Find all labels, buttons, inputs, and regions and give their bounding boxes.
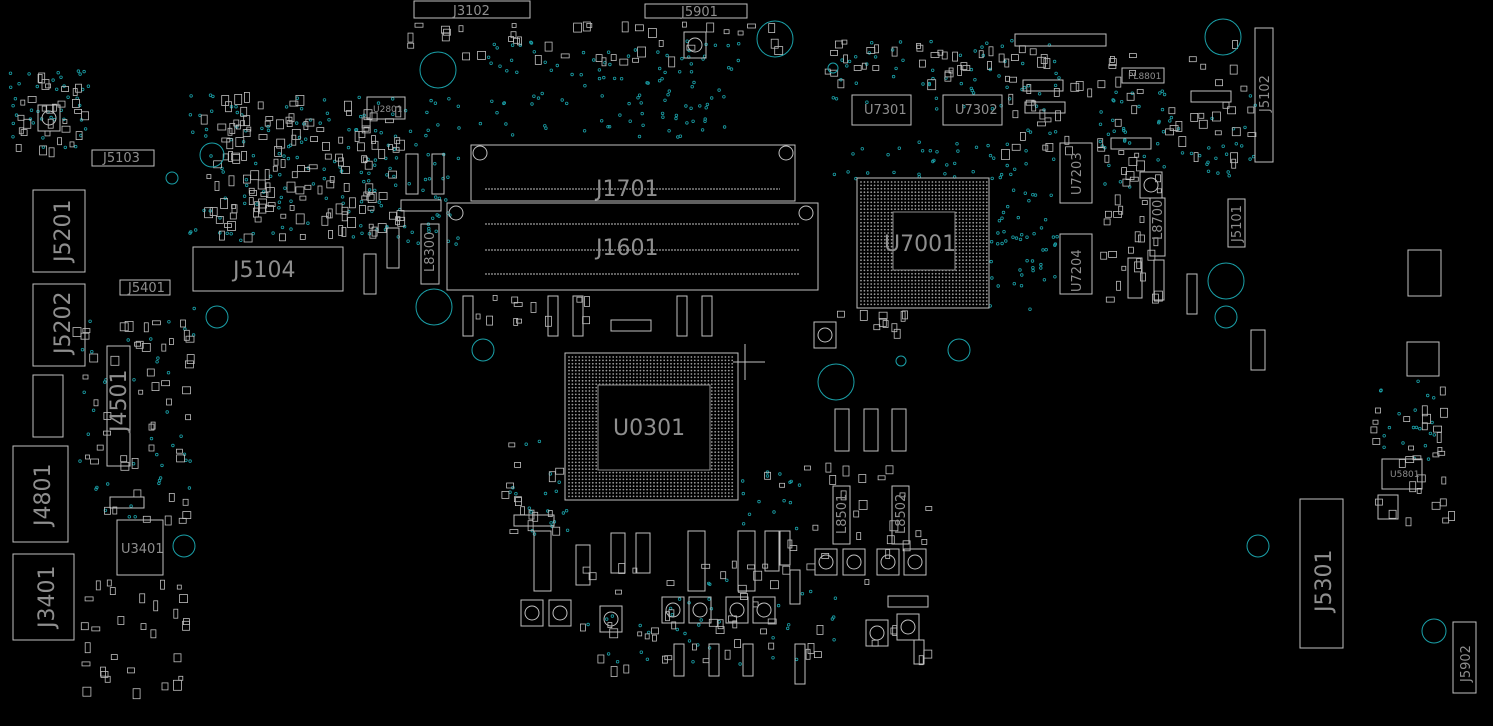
connector-j5902 [1452, 621, 1477, 694]
mounting-hole [415, 288, 453, 326]
label-l8502: L8502 [894, 494, 909, 534]
label-j1701: J1701 [594, 177, 658, 202]
label-l8300: L8300 [423, 232, 438, 272]
label-j4801: J4801 [31, 464, 56, 528]
chip-u0301 [564, 352, 739, 501]
label-j5103: J5103 [102, 151, 140, 166]
chip-u3401 [116, 519, 164, 576]
mounting-hole [471, 338, 495, 362]
label-u5801: U5801 [1390, 470, 1420, 480]
mounting-hole [1214, 305, 1238, 329]
mounting-hole [1207, 262, 1245, 300]
chip-u7204 [1059, 233, 1093, 295]
label-u7302: U7302 [955, 103, 998, 118]
dimm-slot-j1701 [470, 144, 796, 202]
label-j5901: J5901 [680, 5, 718, 20]
chip-u7302 [942, 94, 1003, 126]
label-l8700: L8700 [1151, 200, 1166, 240]
connector-j3102 [413, 0, 531, 19]
mounting-hole [1421, 618, 1447, 644]
inductor-pl8801 [1121, 67, 1165, 84]
bga-pattern-u7001 [860, 181, 988, 306]
label-j4501: J4501 [107, 370, 132, 434]
mounting-hole [205, 305, 229, 329]
mounting-hole [756, 20, 794, 58]
label-j3401: J3401 [35, 566, 60, 630]
label-u2801: U2801 [373, 105, 403, 115]
chip-u7203 [1059, 142, 1093, 204]
label-u7203: U7203 [1070, 152, 1085, 195]
inductor-l8502 [891, 485, 910, 545]
mounting-hole [165, 171, 179, 185]
label-u3401: U3401 [121, 542, 164, 557]
label-u7204: U7204 [1070, 249, 1085, 292]
connector-j5101 [1227, 198, 1246, 248]
inductor-l8501 [832, 485, 851, 545]
chip-u2801 [366, 96, 406, 120]
mounting-hole [419, 51, 457, 89]
chip-u7001 [856, 177, 990, 309]
mounting-hole [1204, 18, 1242, 56]
dimm-slot-j1601 [446, 202, 819, 291]
mounting-hole [1246, 534, 1270, 558]
mounting-hole [172, 534, 196, 558]
label-l8501: L8501 [835, 494, 850, 534]
connector-j5103 [91, 149, 155, 167]
label-j5902: J5902 [1459, 645, 1474, 683]
label-u7001: U7001 [884, 232, 956, 257]
label-j5102: J5102 [1258, 75, 1273, 113]
connector-j4501 [106, 345, 131, 467]
label-u0301: U0301 [613, 416, 685, 441]
connector-j5202 [32, 283, 86, 367]
connector-j3401 [12, 553, 75, 641]
label-j3102: J3102 [452, 4, 490, 19]
connector-j5104 [192, 246, 344, 292]
label-j5104: J5104 [231, 258, 295, 283]
mounting-hole [947, 338, 971, 362]
mounting-hole [817, 363, 855, 401]
inductor-l8300 [420, 223, 440, 285]
label-pl8801: PL8801 [1128, 72, 1161, 82]
mounting-hole [895, 355, 907, 367]
label-j5201: J5201 [51, 200, 76, 264]
label-j1601: J1601 [594, 236, 658, 261]
label-j5401: J5401 [127, 281, 165, 296]
label-u7301: U7301 [864, 103, 907, 118]
label-j5202: J5202 [51, 292, 76, 356]
chip-u5801 [1381, 458, 1423, 490]
smd-components [15, 21, 1455, 700]
label-j5101: J5101 [1230, 205, 1245, 243]
connector-j4801 [12, 445, 69, 543]
connector-j5901 [644, 3, 748, 19]
mounting-hole [199, 142, 225, 168]
connector-j5301 [1299, 498, 1344, 649]
bga-pattern-u0301 [568, 356, 734, 498]
mounting-hole [827, 62, 839, 74]
connector-j5102 [1254, 27, 1274, 163]
label-j5301: J5301 [1312, 550, 1337, 614]
chip-u7301 [851, 94, 912, 126]
connector-j5401 [119, 279, 171, 296]
connector-j5201 [32, 189, 86, 273]
